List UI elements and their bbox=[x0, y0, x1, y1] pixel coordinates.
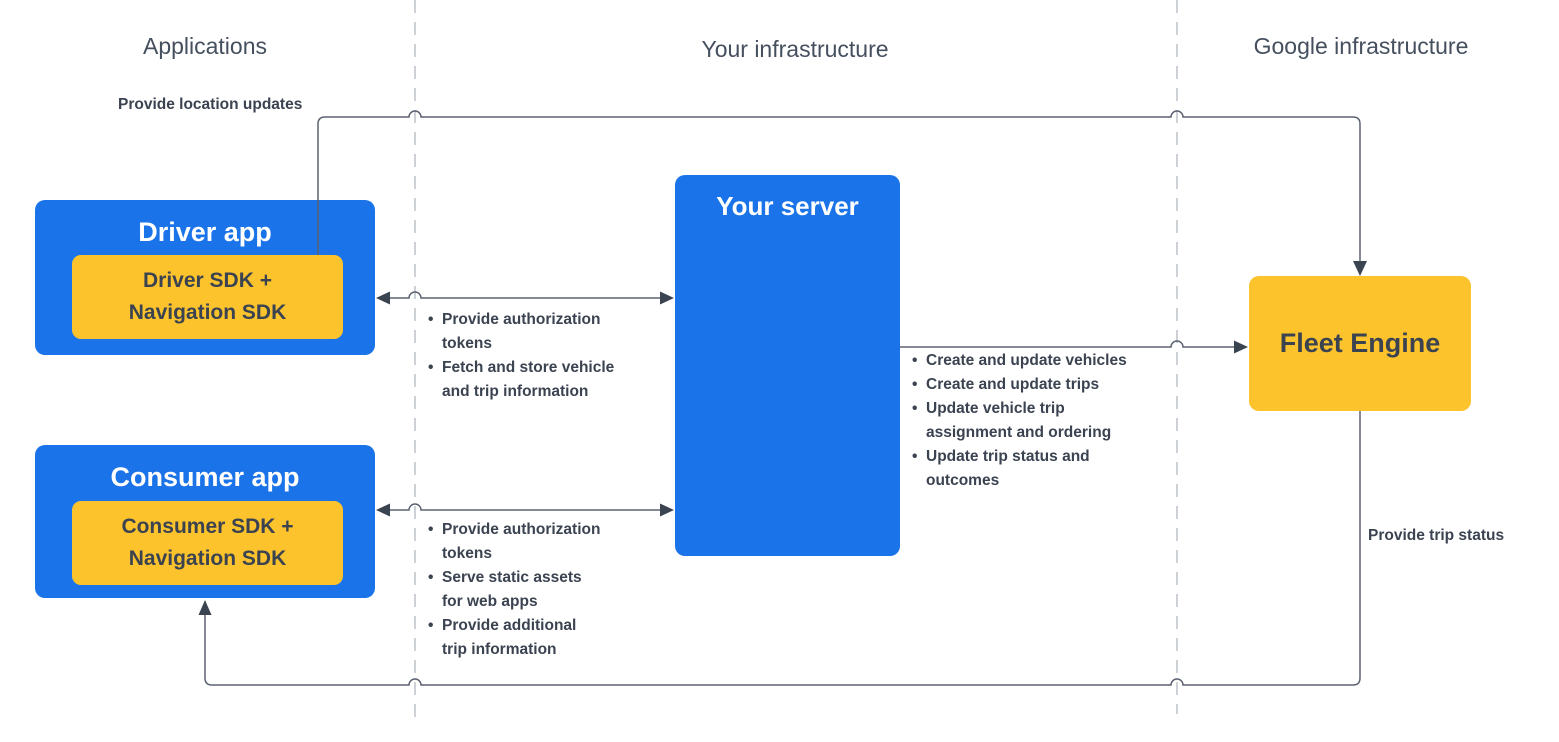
column-header-your-infrastructure: Your infrastructure bbox=[701, 36, 889, 62]
consumer-app-node: Consumer app Consumer SDK + Navigation S… bbox=[35, 445, 375, 598]
consumer-app-title: Consumer app bbox=[110, 462, 300, 492]
arrowhead-into-consumer-app-icon bbox=[376, 503, 390, 517]
driver-sdk-box: Driver SDK + Navigation SDK bbox=[72, 255, 343, 339]
arrowhead-into-fleet-engine-left-icon bbox=[1234, 340, 1248, 354]
arrow-consumer-app-server bbox=[382, 503, 668, 511]
list-item: Update trip status and outcomes bbox=[912, 445, 1174, 493]
your-server-node: Your server bbox=[675, 175, 900, 556]
label-provide-location-updates: Provide location updates bbox=[118, 96, 303, 113]
arrowhead-into-driver-app-icon bbox=[376, 291, 390, 305]
fleet-engine-title: Fleet Engine bbox=[1279, 328, 1441, 358]
driver-app-node: Driver app Driver SDK + Navigation SDK bbox=[35, 200, 375, 355]
arrowhead-into-server-lower-icon bbox=[660, 503, 674, 517]
consumer-sdk-box: Consumer SDK + Navigation SDK bbox=[72, 501, 343, 585]
server-fleet-engine-edge-list: Create and update vehiclesCreate and upd… bbox=[912, 349, 1174, 493]
list-item: Provide authorization tokens bbox=[428, 518, 653, 566]
list-item: Serve static assets for web apps bbox=[428, 566, 653, 614]
column-header-applications: Applications bbox=[142, 33, 268, 59]
consumer-server-edge-list: Provide authorization tokensServe static… bbox=[428, 518, 653, 662]
list-item: Create and update vehicles bbox=[912, 349, 1174, 373]
arrow-server-fleet-engine bbox=[900, 340, 1242, 348]
list-item: Provide authorization tokens bbox=[428, 308, 653, 356]
column-header-google-infrastructure: Google infrastructure bbox=[1253, 33, 1469, 59]
list-item: Provide additional trip information bbox=[428, 614, 653, 662]
arrowhead-into-server-upper-icon bbox=[660, 291, 674, 305]
list-item: Fetch and store vehicle and trip informa… bbox=[428, 356, 653, 404]
label-provide-trip-status: Provide trip status bbox=[1368, 527, 1505, 544]
fleet-engine-node: Fleet Engine bbox=[1249, 276, 1471, 411]
driver-app-title: Driver app bbox=[138, 217, 272, 247]
your-server-title: Your server bbox=[716, 191, 859, 221]
arrowhead-into-consumer-app-bottom-icon bbox=[198, 600, 212, 615]
list-item: Update vehicle trip assignment and order… bbox=[912, 397, 1174, 445]
arrow-driver-app-server bbox=[382, 291, 668, 299]
arrowhead-into-fleet-engine-top-icon bbox=[1353, 261, 1367, 276]
list-item: Create and update trips bbox=[912, 373, 1174, 397]
driver-server-edge-list: Provide authorization tokensFetch and st… bbox=[428, 308, 653, 404]
